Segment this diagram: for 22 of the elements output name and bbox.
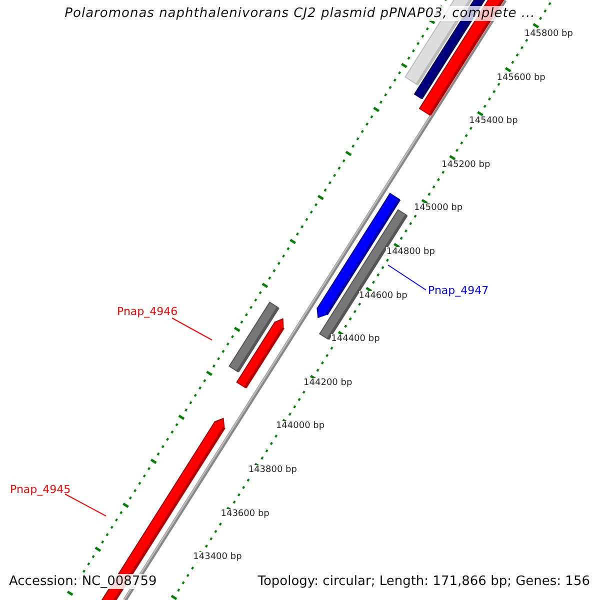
scale-label: 145800 bp — [524, 29, 573, 39]
scale-label: 145000 bp — [414, 203, 463, 214]
gene-label: Pnap_4945 — [10, 483, 71, 496]
leader-line — [64, 494, 106, 516]
gene-label: Pnap_4947 — [428, 284, 489, 297]
scale-label: 145200 bp — [442, 160, 490, 170]
leader-line — [172, 318, 212, 340]
leader-line — [388, 264, 426, 290]
gene-label: Pnap_4946 — [117, 305, 178, 318]
scale-label: 144400 bp — [331, 334, 380, 344]
scale-label: 143400 bp — [193, 552, 242, 562]
scale-label: 143800 bp — [248, 465, 297, 475]
scale-label: 145600 bp — [496, 72, 546, 83]
diagram-title: Polaromonas naphthalenivorans CJ2 plasmid pPNAP03, complete ... — [64, 6, 536, 21]
accession-note: Accession: NC_008759 — [9, 574, 157, 589]
scale-label: 144000 bp — [276, 421, 325, 432]
scale-label: 143600 bp — [220, 508, 270, 519]
scale-label: 144800 bp — [386, 247, 435, 257]
scale-label: 144600 bp — [358, 290, 408, 301]
summary-note: Topology: circular; Length: 171,866 bp; Genes: 156 — [258, 574, 590, 589]
scale-label: 144200 bp — [304, 378, 352, 388]
scale-label: 145400 bp — [469, 116, 518, 126]
